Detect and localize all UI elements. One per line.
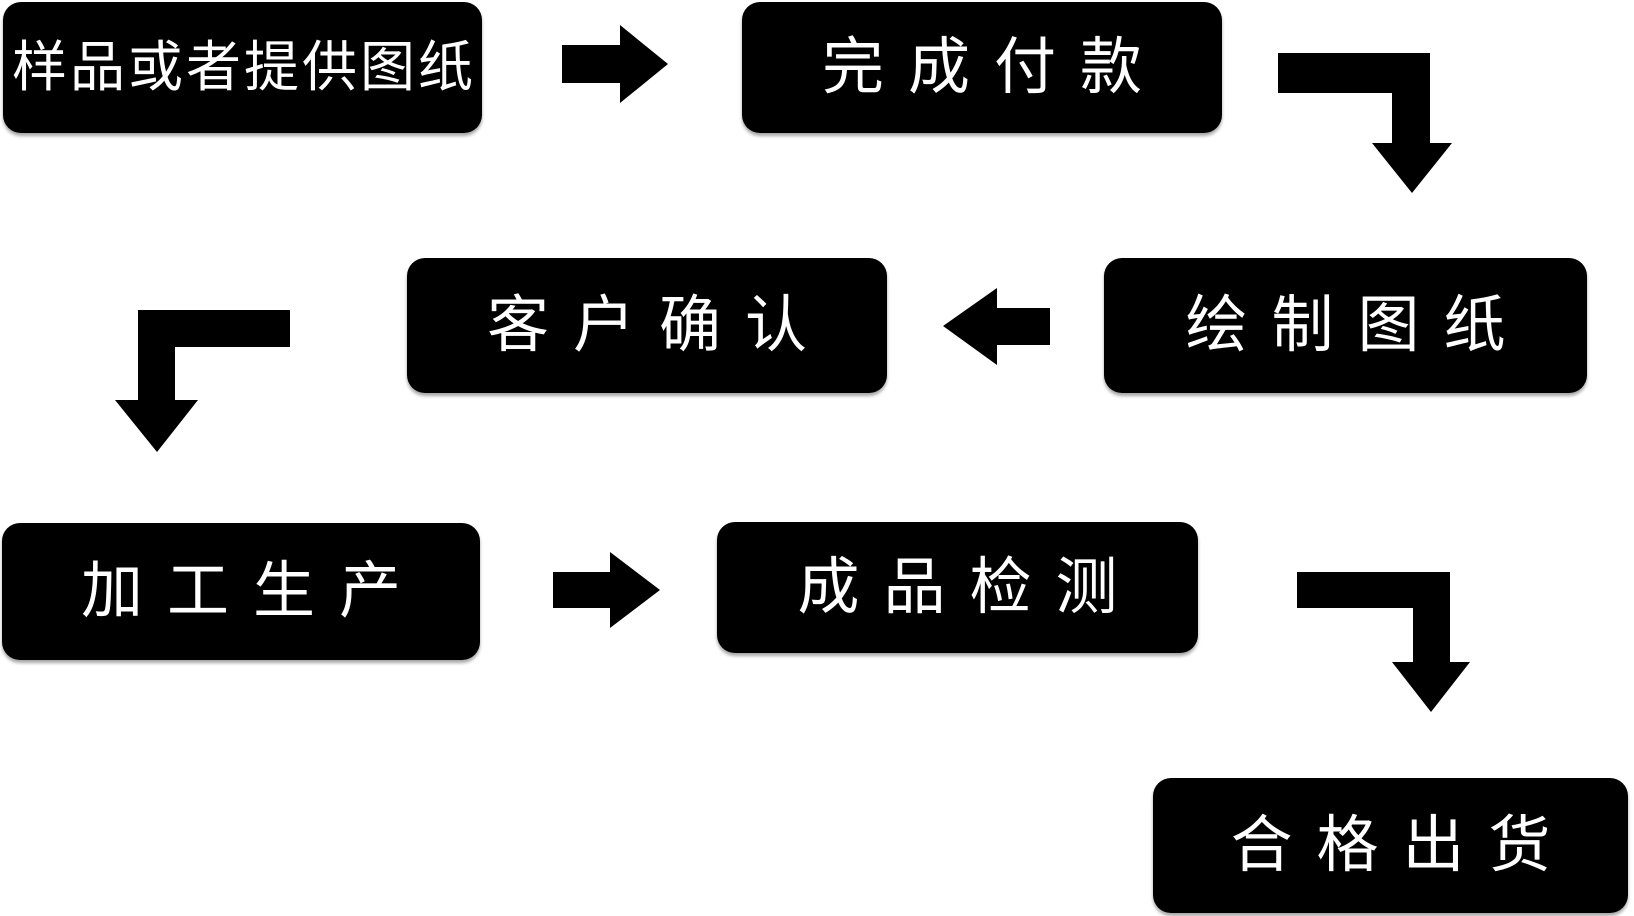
node-qualified-shipment: 合格出货 [1153,778,1628,913]
elbow-down-arrow-icon [115,310,290,452]
elbow-down-arrow-icon [1278,53,1452,193]
right-arrow-icon [562,25,668,103]
node-draw-drawings: 绘制图纸 [1104,258,1587,393]
node-sample-or-drawings: 样品或者提供图纸 [3,2,482,133]
elbow-down-arrow-icon [1297,572,1470,712]
node-label: 客户确认 [486,290,831,360]
node-label: 成品检测 [797,552,1142,622]
node-label: 加工生产 [80,556,425,626]
node-finished-product-inspection: 成品检测 [717,522,1198,653]
node-complete-payment: 完成付款 [742,2,1222,133]
left-arrow-icon [943,288,1050,365]
node-customer-confirmation: 客户确认 [407,258,887,393]
node-label: 完成付款 [821,32,1166,102]
node-label: 样品或者提供图纸 [11,36,476,98]
node-label: 绘制图纸 [1185,290,1530,360]
right-arrow-icon [553,552,660,628]
node-label: 合格出货 [1230,810,1575,880]
node-processing-production: 加工生产 [2,523,480,660]
